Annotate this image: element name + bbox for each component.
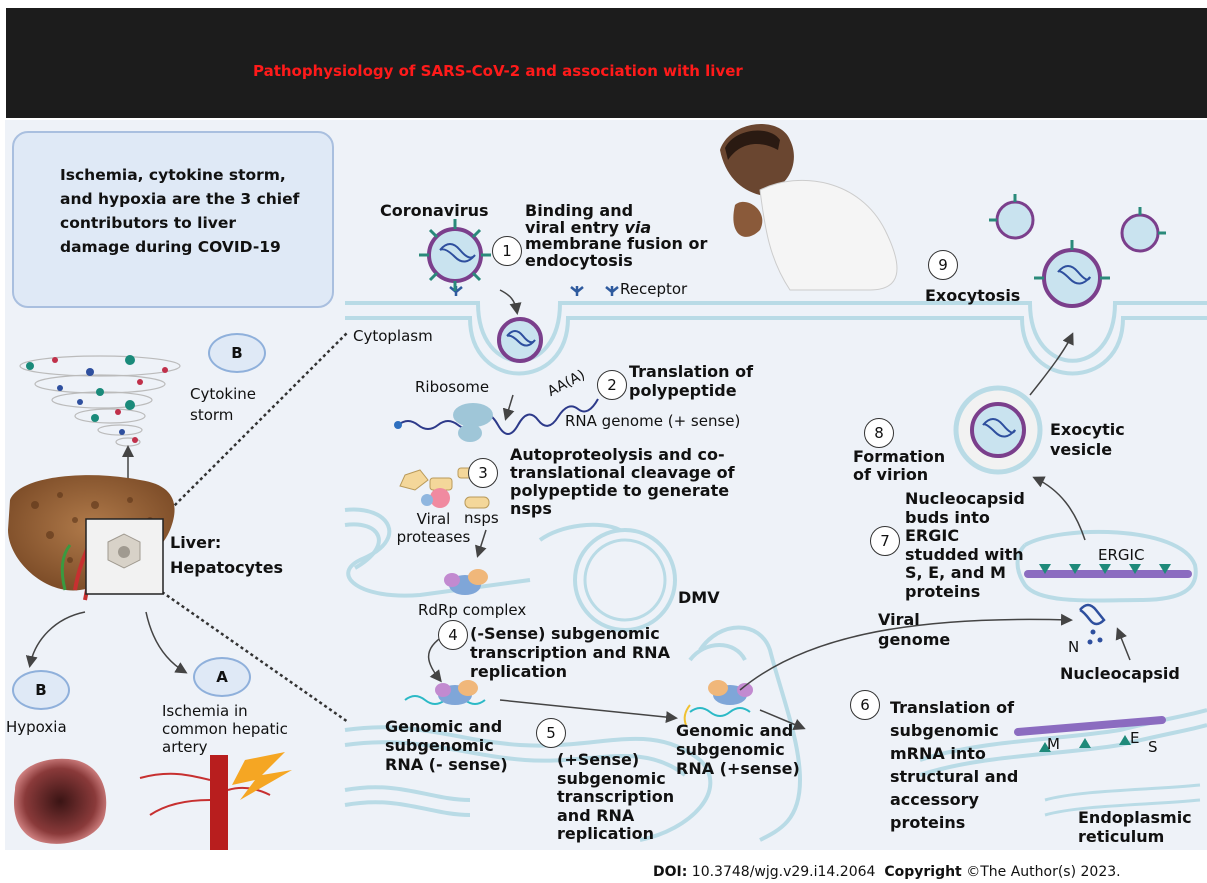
footer: DOI: 10.3748/wjg.v29.i14.2064 Copyright … xyxy=(653,864,1121,880)
figure-title: Pathophysiology of SARS-CoV-2 and associ… xyxy=(253,62,743,80)
bubble-b-hypoxia: B xyxy=(12,670,70,710)
hypoxia-tissue-icon xyxy=(14,758,107,844)
viral-genome-label: Viral genome xyxy=(878,610,951,649)
step-number-4: 4 xyxy=(438,620,468,650)
coronavirus-icon xyxy=(419,219,491,291)
copyright-value: ©The Author(s) 2023. xyxy=(966,864,1121,880)
step-3-text: Autoproteolysis and co-translational cle… xyxy=(510,445,735,518)
genomic-plus-label: Genomic and subgenomic RNA (+sense) xyxy=(676,721,800,778)
coronavirus-label: Coronavirus xyxy=(380,201,489,220)
bubble-b-cytokine: B xyxy=(208,333,266,373)
step-number-5: 5 xyxy=(536,718,566,748)
hepatocyte-icon xyxy=(107,533,141,569)
step-number-8: 8 xyxy=(864,418,894,448)
ergic-label: ERGIC xyxy=(1098,546,1145,564)
rdrp-complex-icon xyxy=(444,569,488,595)
nsps-label: nsps xyxy=(464,509,499,527)
genomic-minus-label: Genomic and subgenomic RNA (- sense) xyxy=(385,717,508,774)
er-membranes xyxy=(344,507,1207,842)
ribosome-label: Ribosome xyxy=(415,378,490,396)
er-tubules xyxy=(1044,783,1201,817)
replication-complex-2-icon xyxy=(683,680,753,726)
doi-label: DOI: xyxy=(653,864,688,880)
ischemia-artery-icon xyxy=(139,752,292,850)
er-proteins-icon xyxy=(1014,716,1166,752)
viral-proteases-label: Viral proteases xyxy=(396,510,471,546)
step-8-text: Formation of virion xyxy=(853,447,946,484)
step-number-9: 9 xyxy=(928,250,958,280)
cytokine-dots xyxy=(26,355,168,443)
m-protein-label: M xyxy=(1047,735,1060,753)
receptor-label: Receptor xyxy=(620,280,688,298)
step-4-text: (-Sense) subgenomic transcription and RN… xyxy=(470,624,670,681)
e-protein-label: E xyxy=(1130,729,1140,747)
rna-genome-label: RNA genome (+ sense) xyxy=(565,412,741,430)
ergic-proteins-icon xyxy=(1024,564,1192,578)
er-label: Endoplasmic reticulum xyxy=(1078,808,1192,846)
step-7-text: Nucleocapsid buds into ERGIC studded wit… xyxy=(905,489,1025,601)
exocytic-vesicle-label: Exocytic vesicle xyxy=(1050,420,1125,459)
info-box xyxy=(12,131,334,308)
step-number-2: 2 xyxy=(597,370,627,400)
doi-value: 10.3748/wjg.v29.i14.2064 xyxy=(691,864,876,880)
copyright-label: Copyright xyxy=(884,864,962,880)
endocytosed-virus-icon xyxy=(497,317,543,363)
cytokine-storm-label: Cytokine storm xyxy=(190,385,256,424)
cytoplasm-label: Cytoplasm xyxy=(353,327,433,345)
step-9-text: Exocytosis xyxy=(925,286,1021,305)
step-6-text: Translation of subgenomic mRNA into stru… xyxy=(890,698,1019,832)
step-1-text: Binding and viral entry via membrane fus… xyxy=(525,201,725,270)
coughing-person-icon xyxy=(720,123,898,291)
step-number-6: 6 xyxy=(850,690,880,720)
rdrp-complex-label: RdRp complex xyxy=(418,601,527,619)
plasma-membrane xyxy=(345,301,1207,376)
nucleocapsid-label: Nucleocapsid xyxy=(1060,664,1180,683)
zoom-lines xyxy=(161,331,349,724)
ribosome-rna-icon xyxy=(394,398,599,442)
step-number-3: 3 xyxy=(468,458,498,488)
receptor-icons xyxy=(449,286,619,296)
step-2-text: Translation of polypeptide xyxy=(629,362,754,400)
ischemia-label: Ischemia in common hepatic artery xyxy=(162,702,288,756)
step-number-7: 7 xyxy=(870,526,900,556)
nucleocapsid-icon xyxy=(1079,603,1106,645)
released-virion-icons xyxy=(989,194,1166,308)
step-number-1: 1 xyxy=(492,236,522,266)
step-1-part-b: viral entry xyxy=(525,217,625,237)
dmv-label: DMV xyxy=(678,588,720,607)
step-1-part-d: endocytosis xyxy=(525,250,633,270)
step-1-part-c: membrane fusion or xyxy=(525,234,708,253)
cytokine-storm-icon xyxy=(19,355,181,447)
bubble-a-ischemia: A xyxy=(193,657,251,697)
header-bar xyxy=(6,8,1207,118)
n-protein-label: N xyxy=(1068,638,1080,656)
liver-hepatocytes-label: Liver: Hepatocytes xyxy=(170,533,284,577)
s-protein-label: S xyxy=(1148,738,1158,756)
step-1-part-a: Binding and xyxy=(525,201,634,220)
replication-complex-icon xyxy=(404,680,486,705)
info-box-text: Ischemia, cytokine storm, and hypoxia ar… xyxy=(60,166,300,256)
step-1-via: via xyxy=(624,217,652,237)
hypoxia-label: Hypoxia xyxy=(6,718,67,736)
step-5-text: (+Sense) subgenomic transcription and RN… xyxy=(557,750,675,843)
exocytic-vesicle-icon xyxy=(953,385,1043,475)
